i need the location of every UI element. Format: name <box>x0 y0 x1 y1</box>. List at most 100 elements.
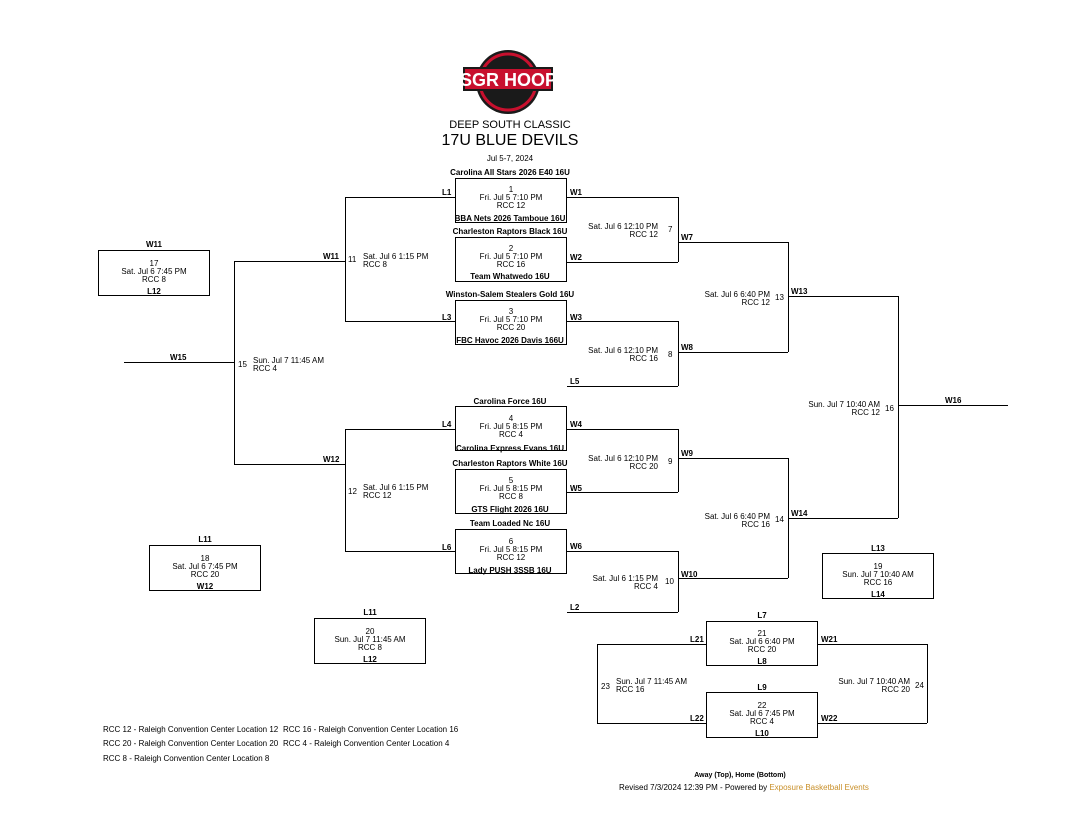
label-l1: L1 <box>442 188 452 197</box>
connector-w12 <box>234 464 345 465</box>
label-l3: L3 <box>442 313 452 322</box>
connector-g11-vertical <box>345 197 346 321</box>
game-19-box[interactable] <box>822 553 934 599</box>
game-24-number: 24 <box>915 681 924 690</box>
game-20-time: Sun. Jul 7 11:45 AM <box>334 635 406 644</box>
label-w7: W7 <box>681 233 693 242</box>
game-20-box[interactable] <box>314 618 426 664</box>
game-2-time: Fri. Jul 5 7:10 PM <box>479 252 543 261</box>
game-7-time: Sat. Jul 6 12:10 PM <box>588 222 658 231</box>
connector-w10 <box>678 578 788 579</box>
game-15-court: RCC 4 <box>253 364 278 373</box>
footer-revised-text: Revised 7/3/2024 12:39 PM - Powered by <box>619 783 770 792</box>
label-w14: W14 <box>791 509 808 518</box>
game-12-number: 12 <box>348 487 357 496</box>
game-11-number: 11 <box>348 255 357 264</box>
game-17-time: Sat. Jul 6 7:45 PM <box>121 267 187 276</box>
game-20-bottom-label: L12 <box>363 655 377 664</box>
game-16-number: 16 <box>885 404 894 413</box>
connector-l3 <box>345 321 455 322</box>
game-7-court: RCC 12 <box>629 230 658 239</box>
legend-rcc16: RCC 16 - Raleigh Convention Center Locat… <box>283 725 459 734</box>
game-23-time: Sun. Jul 7 11:45 AM <box>616 677 688 686</box>
game-6-box[interactable] <box>455 529 567 574</box>
connector-l1 <box>345 197 455 198</box>
connector-g9-vertical <box>678 429 679 492</box>
game-17-box[interactable] <box>98 250 210 296</box>
game-18-box[interactable] <box>149 545 261 591</box>
connector-w4 <box>567 429 678 430</box>
label-w1: W1 <box>570 188 582 197</box>
game-1-court: RCC 12 <box>496 201 526 210</box>
game-12-time: Sat. Jul 6 1:15 PM <box>363 483 429 492</box>
team-carolina-all-stars: Carolina All Stars 2026 E40 16U <box>450 168 570 177</box>
game-14-court: RCC 16 <box>741 520 770 529</box>
connector-w9 <box>678 458 788 459</box>
game-9-number: 9 <box>668 457 673 466</box>
game-2-number: 2 <box>508 244 514 253</box>
game-3-box[interactable] <box>455 300 567 345</box>
connector-w14 <box>788 518 898 519</box>
legend-rcc12: RCC 12 - Raleigh Convention Center Locat… <box>103 725 279 734</box>
connector-g23-vertical <box>597 644 598 723</box>
connector-w8 <box>678 352 788 353</box>
game-4-time: Fri. Jul 5 8:15 PM <box>479 422 543 431</box>
label-w10: W10 <box>681 570 698 579</box>
connector-w3 <box>567 321 678 322</box>
game-13-number: 13 <box>775 293 784 302</box>
game-10-court: RCC 4 <box>633 582 658 591</box>
game-17-court: RCC 8 <box>141 275 166 284</box>
team-winston-salem-stealers: Winston-Salem Stealers Gold 16U <box>445 290 575 299</box>
team-whatwedo: Team Whatwedo 16U <box>470 272 550 281</box>
connector-g16-vertical <box>898 296 899 518</box>
connector-l2 <box>567 612 678 613</box>
game-22-box[interactable] <box>706 692 818 738</box>
connector-w15 <box>124 362 234 363</box>
exposure-link[interactable]: Exposure Basketball Events <box>769 783 869 792</box>
footer-note: Away (Top), Home (Bottom) <box>694 772 786 779</box>
game-1-box[interactable] <box>455 178 567 223</box>
label-w15: W15 <box>170 353 187 362</box>
game-22-court: RCC 4 <box>749 717 774 726</box>
team-loaded-nc: Team Loaded Nc 16U <box>469 519 551 528</box>
game-20-number: 20 <box>365 627 375 636</box>
game-22-number: 22 <box>757 701 767 710</box>
game-4-box[interactable] <box>455 406 567 451</box>
game-19-time: Sun. Jul 7 10:40 AM <box>842 570 914 579</box>
game-24-court: RCC 20 <box>881 685 910 694</box>
legend-rcc4: RCC 4 - Raleigh Convention Center Locati… <box>283 739 450 748</box>
game-8-time: Sat. Jul 6 12:10 PM <box>588 346 658 355</box>
connector-l22 <box>597 723 706 724</box>
connector-w2 <box>567 262 678 263</box>
connector-w21 <box>818 644 927 645</box>
game-9-court: RCC 20 <box>629 462 658 471</box>
connector-w13 <box>788 296 898 297</box>
label-w11: W11 <box>323 252 340 261</box>
game-22-top-label: L9 <box>757 683 767 692</box>
label-w12: W12 <box>323 455 340 464</box>
connector-g24-vertical <box>927 644 928 723</box>
connector-w5 <box>567 492 678 493</box>
game-14-number: 14 <box>775 515 784 524</box>
game-5-box[interactable] <box>455 469 567 514</box>
asgr-hoops-logo: ASGR HOOPS <box>460 50 556 114</box>
game-12-court: RCC 12 <box>363 491 392 500</box>
game-23-number: 23 <box>601 682 610 691</box>
team-carolina-force: Carolina Force 16U <box>473 397 547 406</box>
game-13-time: Sat. Jul 6 6:40 PM <box>704 290 770 299</box>
connector-w16 <box>898 405 1008 406</box>
label-l21: L21 <box>690 635 704 644</box>
game-2-box[interactable] <box>455 237 567 282</box>
game-21-box[interactable] <box>706 621 818 666</box>
connector-g15-vertical <box>234 261 235 464</box>
label-w3: W3 <box>570 313 582 322</box>
label-w22: W22 <box>821 714 838 723</box>
game-8-number: 8 <box>668 350 673 359</box>
game-19-number: 19 <box>873 562 883 571</box>
connector-l5 <box>567 386 678 387</box>
game-17-top-label: W11 <box>145 240 162 249</box>
game-18-time: Sat. Jul 6 7:45 PM <box>172 562 238 571</box>
game-2-court: RCC 16 <box>496 260 526 269</box>
team-lady-push: Lady PUSH 3SSB 16U <box>468 566 552 575</box>
